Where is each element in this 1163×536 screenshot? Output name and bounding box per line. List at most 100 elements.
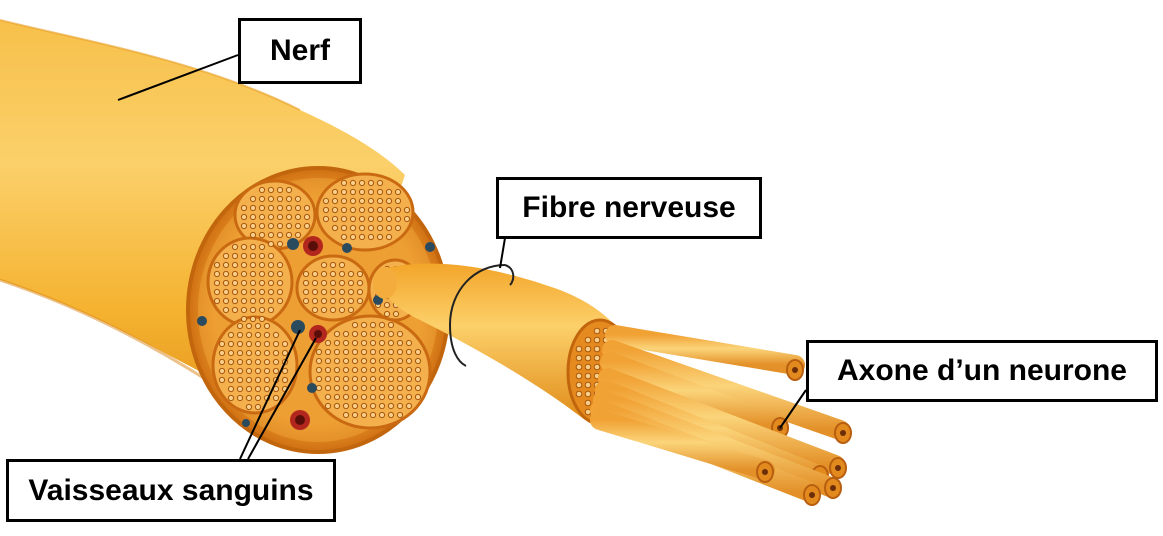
leader-line-fibre xyxy=(499,237,506,269)
axon-dot xyxy=(394,215,402,223)
axon-dot xyxy=(351,339,359,347)
axon-dot xyxy=(405,339,413,347)
axon-dot xyxy=(575,381,583,389)
axon-dot xyxy=(263,376,271,384)
axon-dot xyxy=(333,348,341,356)
axon-dot xyxy=(378,375,386,383)
axon-dot xyxy=(267,297,275,305)
axon-dot xyxy=(302,279,310,287)
axon-dot xyxy=(369,411,377,419)
axon-dot xyxy=(351,357,359,365)
axon-dot xyxy=(324,339,332,347)
axon-dot xyxy=(272,349,280,357)
axon-dot xyxy=(356,297,364,305)
axon-dot xyxy=(358,179,366,187)
axon-dot xyxy=(338,261,346,269)
axon-dot xyxy=(303,204,311,212)
axon-dot xyxy=(338,306,346,314)
axon-dot xyxy=(302,288,310,296)
axon-dot xyxy=(258,243,266,251)
axon-dot xyxy=(575,363,583,371)
axon-dot xyxy=(227,367,235,375)
axon-dot xyxy=(276,261,284,269)
axon-dot xyxy=(360,357,368,365)
axon-dot xyxy=(227,331,235,339)
axon-dot xyxy=(378,393,386,401)
axon-dot xyxy=(367,233,375,241)
axon-dot xyxy=(218,349,226,357)
axon-dot xyxy=(315,348,323,356)
axon-dot xyxy=(342,402,350,410)
axon-dot xyxy=(240,213,248,221)
axon-dot xyxy=(267,306,275,314)
axon-dot xyxy=(227,385,235,393)
axon-dot xyxy=(254,331,262,339)
axon-dot xyxy=(267,186,275,194)
axon-dot xyxy=(378,357,386,365)
axon-dot xyxy=(240,288,248,296)
nerve-cross-section xyxy=(186,166,450,454)
axon-dot xyxy=(333,393,341,401)
axon-dot xyxy=(258,213,266,221)
axon-dot xyxy=(281,367,289,375)
axon-dot xyxy=(347,288,355,296)
axon-dot xyxy=(387,375,395,383)
axon-dot xyxy=(329,297,337,305)
axon-dot xyxy=(236,358,244,366)
axon-dot xyxy=(231,243,239,251)
axon-dot xyxy=(320,270,328,278)
label-nerf-text: Nerf xyxy=(269,34,330,67)
axon-dot xyxy=(369,348,377,356)
axon-dot xyxy=(338,297,346,305)
axon-dot xyxy=(338,288,346,296)
axon-dot xyxy=(349,197,357,205)
axon-dot xyxy=(378,402,386,410)
axon-dot xyxy=(267,213,275,221)
axon-dot xyxy=(285,195,293,203)
axon-dot xyxy=(387,411,395,419)
axon-dot xyxy=(231,306,239,314)
axon-dot xyxy=(329,306,337,314)
axon-dot xyxy=(349,206,357,214)
axon-dot xyxy=(272,367,280,375)
axon-dot xyxy=(340,215,348,223)
axon-dot xyxy=(378,321,386,329)
axon-dot xyxy=(396,348,404,356)
axon-dot xyxy=(254,349,262,357)
axon-dot xyxy=(320,306,328,314)
axon-dot xyxy=(333,402,341,410)
axon-dot xyxy=(263,322,271,330)
axon-dot xyxy=(356,279,364,287)
axon-dot xyxy=(331,206,339,214)
axon-dot xyxy=(258,279,266,287)
axon-dot xyxy=(249,195,257,203)
axon-dot xyxy=(369,366,377,374)
axon-dot xyxy=(258,270,266,278)
axon-dot xyxy=(376,179,384,187)
label-fibre-nerveuse: Fibre nerveuse xyxy=(496,177,762,239)
axon-dot xyxy=(331,188,339,196)
axon-dot xyxy=(378,384,386,392)
axon-dot xyxy=(294,195,302,203)
axon-dot xyxy=(294,222,302,230)
axon-dot xyxy=(240,297,248,305)
axon-dot xyxy=(356,270,364,278)
axon-dot xyxy=(394,206,402,214)
axon-dot xyxy=(340,233,348,241)
axon-dot xyxy=(236,349,244,357)
axon-dot xyxy=(575,354,583,362)
axon-dot xyxy=(396,330,404,338)
axon-dot xyxy=(584,381,592,389)
axon-dot xyxy=(227,349,235,357)
axon-dot xyxy=(263,358,271,366)
axon-dot xyxy=(315,366,323,374)
axon-dot xyxy=(222,297,230,305)
axon-dot xyxy=(240,222,248,230)
axon-dot xyxy=(347,279,355,287)
axon-dot xyxy=(254,322,262,330)
fibre-ring-marker xyxy=(448,264,506,367)
axon-dot xyxy=(360,402,368,410)
axon-dot xyxy=(394,188,402,196)
axon-dot xyxy=(367,188,375,196)
axon-dot xyxy=(369,393,377,401)
